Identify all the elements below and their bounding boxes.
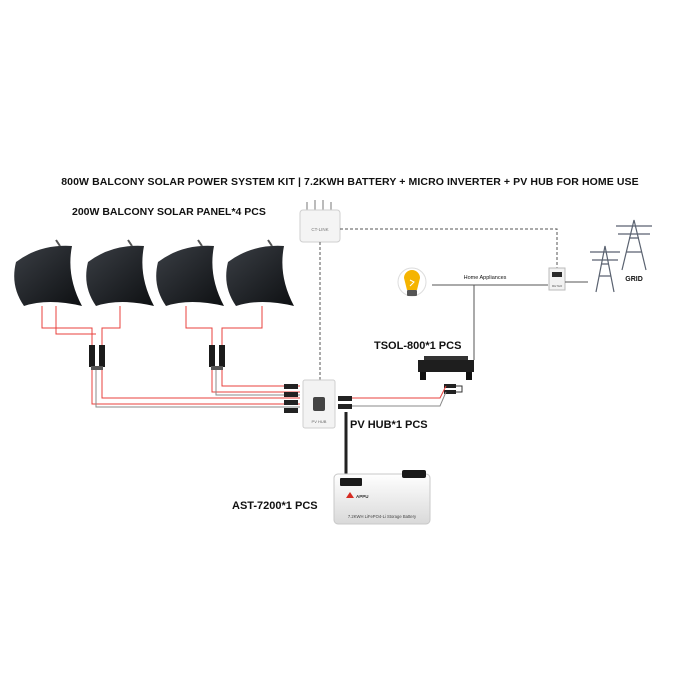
y-connector-left [89,345,105,370]
grid-tower-icon [590,219,652,293]
solar-panel-3 [156,239,224,306]
comm-lines [319,228,558,380]
diagram-title: 800W BALCONY SOLAR POWER SYSTEM KIT | 7.… [61,176,639,188]
hub-to-inverter-cables [352,385,463,407]
micro-inverter [418,356,474,380]
meter-device: METER [548,267,566,291]
hub-label: PV HUB*1 PCS [350,419,428,431]
hub-input-connectors [284,384,298,413]
pv-hub-device: PV HUB [302,379,336,429]
router-text: CT-LINK [311,227,328,232]
panel-cables-left [41,306,300,405]
solar-panel-4 [226,239,294,306]
panels-label: 200W BALCONY SOLAR PANEL*4 PCS [72,206,266,218]
solar-panel-1 [14,239,83,306]
battery-desc: 7.2KWH LiFePO4-Li Storage Battery [348,514,417,519]
hub-text: PV HUB [312,419,327,424]
inverter-label: TSOL-800*1 PCS [374,340,462,352]
home-appliances-label: Home Appliances [464,275,507,281]
panel-cables-right [185,306,300,393]
y-connector-right [209,345,225,370]
battery-label: AST-7200*1 PCS [232,500,318,512]
solar-panel-2 [86,239,154,306]
battery-device: APPU 7.2KWH LiFePO4-Li Storage Battery [333,470,431,525]
ac-line [432,284,548,360]
panel-cables-gray [95,368,300,408]
grid-label: GRID [625,276,643,283]
router-device: CT-LINK [299,200,341,243]
meter-text: METER [552,284,563,288]
hub-output-connectors [338,384,456,409]
lightbulb-icon [397,267,427,297]
battery-brand: APPU [356,494,369,499]
